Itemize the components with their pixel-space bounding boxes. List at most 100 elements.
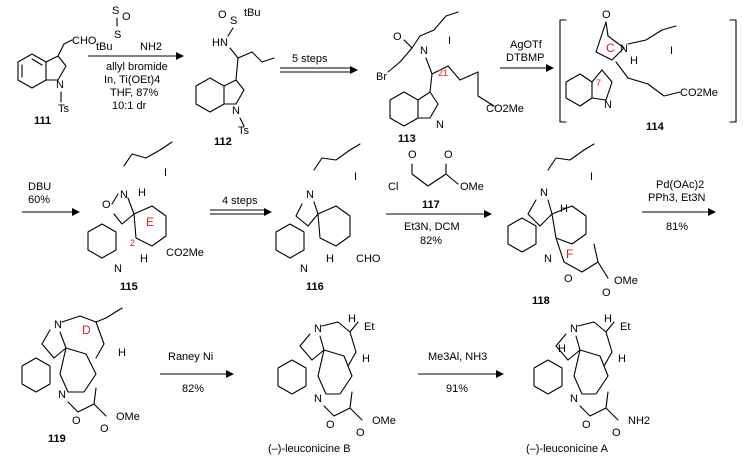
atom-tbu: tBu xyxy=(244,7,261,19)
atom-n: N xyxy=(314,323,322,335)
atom-n: N xyxy=(56,79,64,91)
atom-n: N xyxy=(620,43,628,55)
atom-n: N xyxy=(544,253,552,265)
atom-s: S xyxy=(114,29,121,41)
arrow-5-line-0: 4 steps xyxy=(222,195,258,207)
atom-h: H xyxy=(140,253,148,265)
atom-ome: OMe xyxy=(460,181,484,193)
structure-112: O S tBu HN N Ts 112 xyxy=(195,7,275,148)
atom-o: O xyxy=(356,427,365,439)
label-leuconicine-b: (–)-leuconicine B xyxy=(268,443,351,455)
arrow-7-line-0: Pd(OAc)2 xyxy=(656,179,704,191)
arrow-6-line-1: 82% xyxy=(420,235,442,247)
atom-s: S xyxy=(230,15,237,27)
atom-h: H xyxy=(630,55,638,67)
atom-ome: OMe xyxy=(116,411,140,423)
atom-tbu: tBu xyxy=(96,41,113,53)
label-115: 115 xyxy=(120,281,138,293)
atom-o: O xyxy=(582,419,591,431)
structure-119: N D H N O O OMe 119 xyxy=(21,307,140,445)
atom-nh: N xyxy=(114,263,122,275)
arrow-8: Raney Ni 82% xyxy=(160,351,234,395)
atom-cho: CHO xyxy=(356,253,381,265)
structure-leuconicine-b: N H Et H N O O OMe (–)-leuconicine B xyxy=(268,313,396,455)
position-7: 7 xyxy=(596,78,601,88)
atom-n: N xyxy=(540,187,548,199)
position-21: 21 xyxy=(438,68,448,78)
atom-i: I xyxy=(590,171,593,183)
atom-h: H xyxy=(118,347,126,359)
position-2: 2 xyxy=(130,238,135,248)
label-114: 114 xyxy=(646,121,665,133)
atom-h: H xyxy=(326,253,334,265)
atom-o: O xyxy=(408,149,417,161)
arrow-1-line-2: THF, 87% xyxy=(110,87,159,99)
atom-ts: Ts xyxy=(238,125,250,137)
arrow-7: Pd(OAc)2 PPh3, Et3N 81% xyxy=(642,179,716,233)
structure-118: I N H F O O OMe N 118 xyxy=(507,143,638,307)
atom-et: Et xyxy=(364,321,374,333)
atom-h: H xyxy=(558,343,566,355)
arrow-3-line-0: AgOTf xyxy=(510,39,543,51)
atom-nh2: NH2 xyxy=(140,41,162,53)
atom-n: N xyxy=(570,393,578,405)
arrow-4: DBU 60% xyxy=(22,181,80,216)
atom-i: I xyxy=(164,167,167,179)
atom-i: I xyxy=(670,45,673,57)
atom-nh: N xyxy=(300,263,308,275)
arrow-3: AgOTf DTBMP xyxy=(500,39,554,72)
label-111: 111 xyxy=(34,115,51,127)
atom-h: H xyxy=(604,313,612,325)
arrow-3-line-1: DTBMP xyxy=(506,52,545,64)
atom-cho: CHO xyxy=(72,35,97,47)
atom-i: I xyxy=(354,171,357,183)
ring-label-f: F xyxy=(566,247,573,261)
atom-h: H xyxy=(618,353,626,365)
label-113: 113 xyxy=(398,133,416,145)
atom-h: H xyxy=(138,187,146,199)
atom-s: S xyxy=(112,5,119,17)
label-116: 116 xyxy=(306,281,324,293)
atom-nh: N xyxy=(436,119,444,131)
structure-113: O N I Br 21 CO2Me N 113 xyxy=(376,11,524,145)
atom-cl: Cl xyxy=(388,181,398,193)
atom-n: N xyxy=(420,45,428,57)
ring-label-e: E xyxy=(146,215,154,229)
atom-n: N xyxy=(306,189,314,201)
arrow-7-line-1: PPh3, Et3N xyxy=(648,192,706,204)
atom-o: O xyxy=(72,415,81,427)
atom-br: Br xyxy=(376,71,387,83)
arrow-9: Me3Al, NH3 91% xyxy=(418,351,504,395)
atom-ts: Ts xyxy=(58,103,70,115)
arrow-4-line-0: DBU xyxy=(28,181,51,193)
atom-co2me: CO2Me xyxy=(166,247,204,259)
arrow-1-line-1: In, Ti(OEt)4 xyxy=(104,74,160,86)
atom-o: O xyxy=(612,427,621,439)
ring-label-c: C xyxy=(606,41,615,55)
arrow-1-line-0: allyl bromide xyxy=(106,61,168,73)
atom-o: O xyxy=(100,423,109,435)
label-119: 119 xyxy=(48,433,66,445)
ring-label-d: D xyxy=(82,323,91,337)
label-leuconicine-a: (–)-leuconicine A xyxy=(526,443,609,455)
atom-et: Et xyxy=(620,321,630,333)
atom-nh2-amide: NH2 xyxy=(628,415,650,427)
structure-111: CHO N Ts 111 xyxy=(17,35,97,127)
label-118: 118 xyxy=(532,295,550,307)
atom-n: N xyxy=(604,99,612,111)
atom-o: O xyxy=(122,11,131,23)
arrow-8-line-0: Raney Ni xyxy=(168,351,213,363)
arrow-9-line-1: 91% xyxy=(446,383,468,395)
atom-h: H xyxy=(362,353,370,365)
structure-leuconicine-a: N H Et H H N O O NH2 (–)-leuconicine A xyxy=(526,313,650,455)
structure-116: I N CHO N H 116 xyxy=(275,143,381,293)
arrow-1: S O tBu S NH2 allyl bromide In, Ti(OEt)4… xyxy=(88,5,184,112)
atom-o: O xyxy=(602,287,611,299)
arrow-2-line-0: 5 steps xyxy=(292,53,328,65)
arrow-6: O O Cl OMe 117 Et3N, DCM 82% xyxy=(386,149,492,247)
structure-114: O N C H I CO2Me 7 N 114 xyxy=(559,9,737,133)
structure-115: I O N H E CO2Me 2 N H 115 xyxy=(87,141,204,293)
atom-o: O xyxy=(326,419,335,431)
arrow-2: 5 steps xyxy=(280,53,358,74)
